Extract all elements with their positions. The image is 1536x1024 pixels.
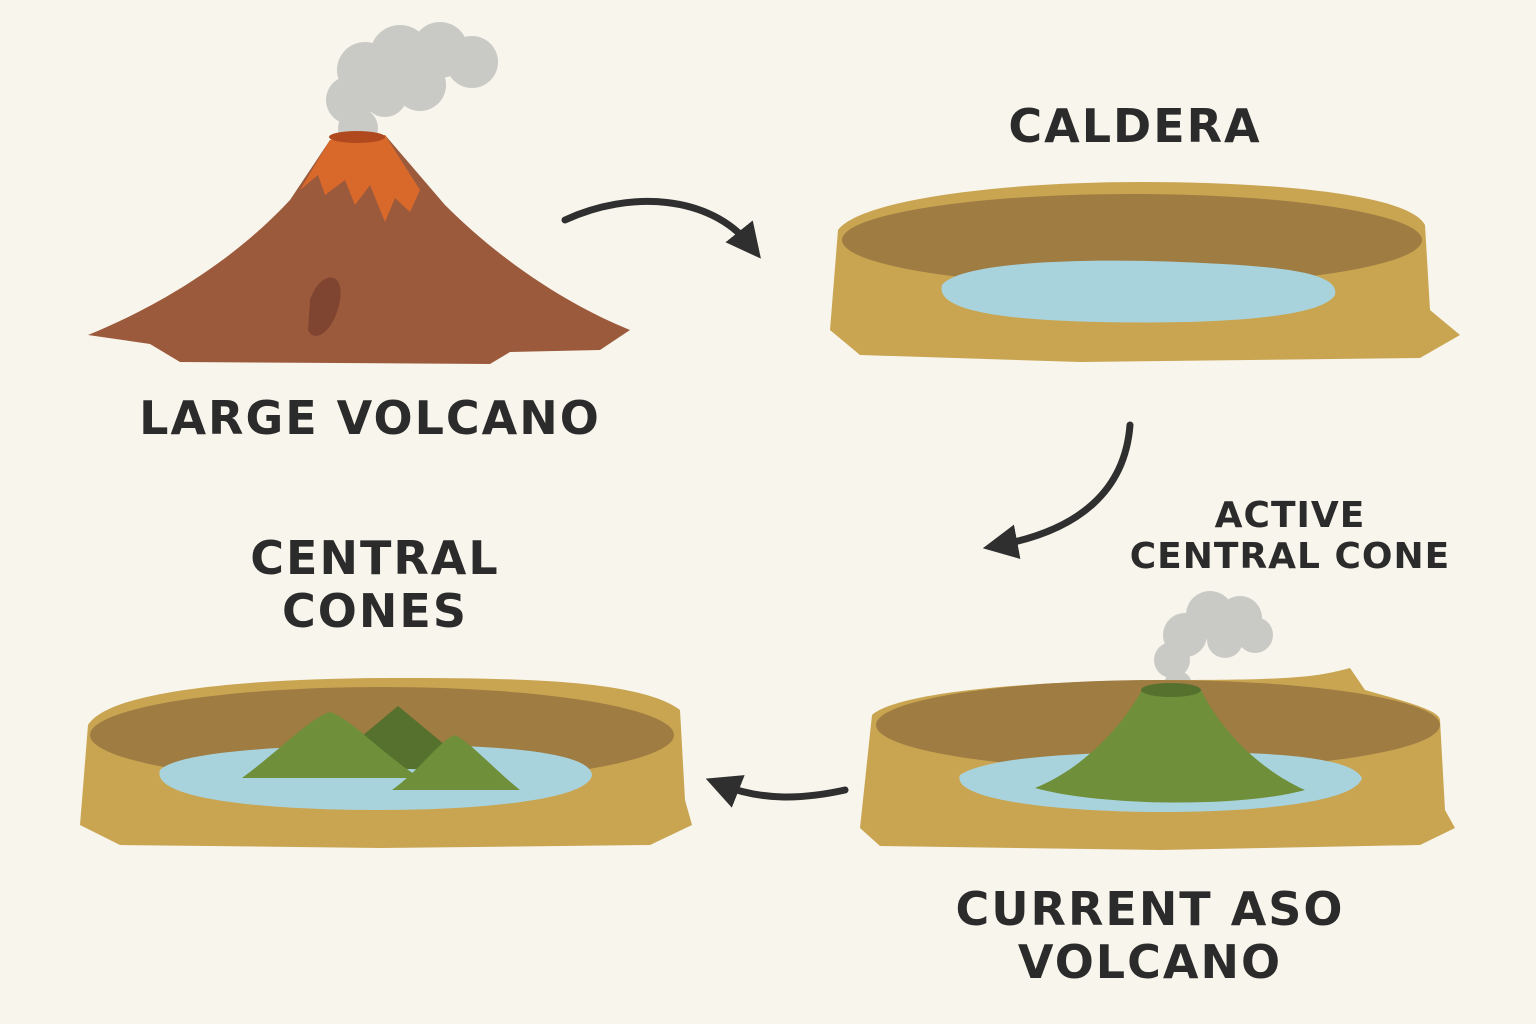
active-central-cone-label: ACTIVE CENTRAL CONE	[1110, 495, 1470, 578]
current-aso-line1: CURRENT ASO	[955, 882, 1345, 936]
caldera-label-text: CALDERA	[1008, 99, 1262, 153]
central-cones-label: CENTRAL CONES	[170, 532, 580, 638]
caldera-rim-inner	[842, 194, 1422, 286]
central-cone-right	[392, 735, 520, 790]
volcano-shadow	[308, 277, 341, 336]
aso-cone-vent	[1141, 683, 1201, 697]
current-aso-label: CURRENT ASO VOLCANO	[910, 883, 1390, 989]
caldera-label: CALDERA	[935, 100, 1335, 153]
large-volcano-label-text: LARGE VOLCANO	[139, 391, 601, 445]
volcano-body	[88, 135, 630, 364]
arrow-volcano-to-caldera	[561, 197, 761, 259]
aso-active-cone	[1035, 688, 1305, 803]
central-cone-left	[242, 712, 420, 778]
large-volcano-label: LARGE VOLCANO	[120, 392, 620, 445]
central-cones-line2: CONES	[282, 583, 468, 638]
active-cone-line2: CENTRAL CONE	[1129, 536, 1451, 578]
arrow-aso-to-central-cones	[705, 775, 849, 808]
active-cone-line1: ACTIVE	[1214, 495, 1366, 536]
arrow-caldera-to-aso	[982, 421, 1134, 559]
current-aso-illustration	[860, 591, 1455, 850]
large-volcano-illustration	[88, 22, 630, 364]
caldera-lake	[941, 260, 1336, 323]
volcano-vent	[329, 131, 385, 143]
central-cones-illustration	[80, 678, 692, 848]
volcano-lava	[300, 135, 420, 222]
central-cones-line1: CENTRAL	[250, 531, 500, 585]
caldera-illustration	[830, 182, 1460, 362]
current-aso-line2: VOLCANO	[1017, 934, 1283, 989]
volcano-smoke	[326, 22, 498, 148]
